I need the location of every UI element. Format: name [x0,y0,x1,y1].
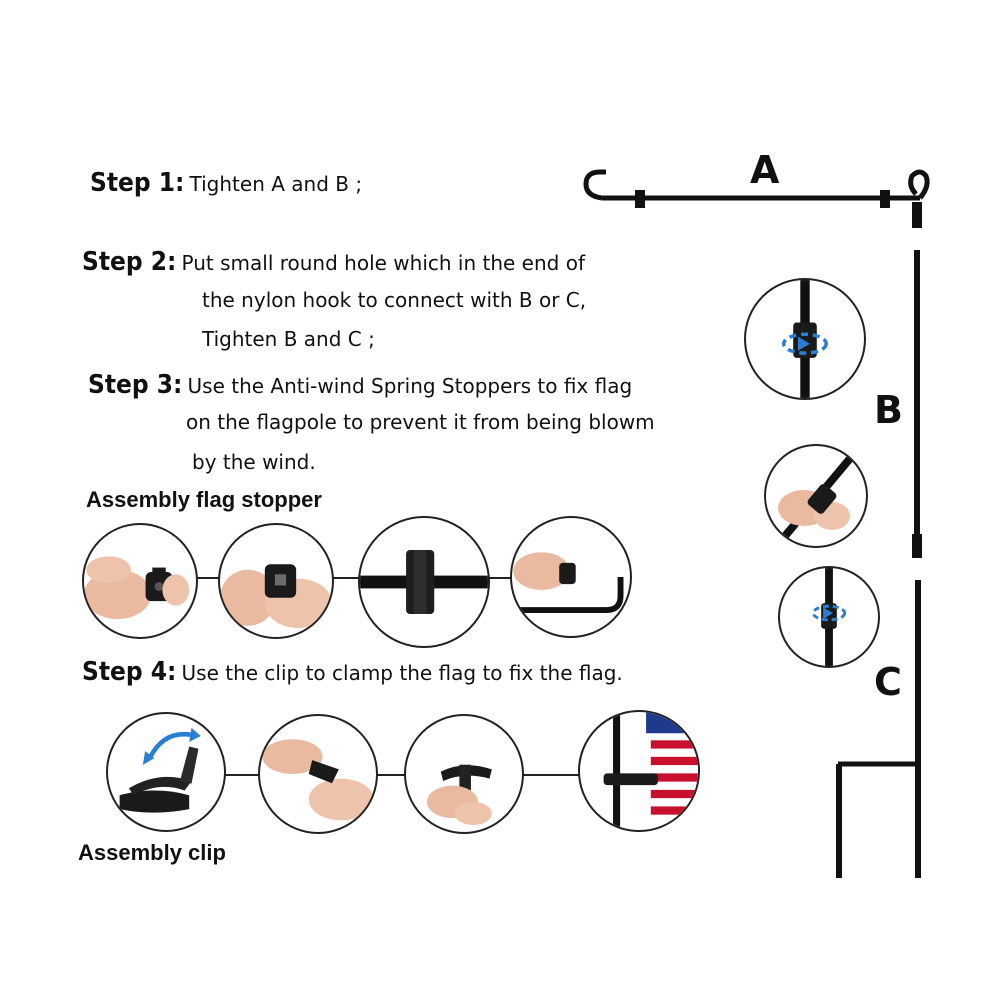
part-c-stake [836,580,921,878]
step-3-title: Step 3: [88,370,183,400]
step-2: Step 2: Put small round hole which in th… [82,247,585,277]
step-2-text-1: Put small round hole which in the end of [181,251,585,275]
stopper-closeup-icon [218,523,334,639]
step-1-text: Tighten A and B ; [189,172,363,196]
clip-on-flag-icon [578,710,700,832]
step-1-title: Step 1: [90,168,185,198]
step-3-text-2: on the flagpole to prevent it from being… [186,410,655,434]
step-3-text-3: by the wind. [192,450,316,474]
part-c-label: C [874,660,902,704]
hands-opening-clip-icon [258,714,378,834]
part-a-arm [583,169,930,228]
hand-hooking-stopper-icon [510,516,632,638]
part-b-pole [912,250,922,558]
flag-pole-diagram [583,169,930,878]
step-2-text-2: the nylon hook to connect with B or C, [202,288,587,312]
clip-heading: Assembly clip [78,840,226,865]
step-3: Step 3: Use the Anti-wind Spring Stopper… [88,370,632,400]
pole-joint-rotate-2-icon [778,566,880,668]
part-a-label: A [750,148,780,192]
step-1: Step 1: Tighten A and B ; [90,168,362,198]
hand-tightening-joint-icon [764,444,868,548]
step-3-text-1: Use the Anti-wind Spring Stoppers to fix… [187,374,633,398]
stopper-heading: Assembly flag stopper [86,487,322,512]
step-2-title: Step 2: [82,247,177,277]
hand-with-stopper-icon [82,523,198,639]
step-4-title: Step 4: [82,657,177,687]
part-b-label: B [874,388,903,432]
step-4: Step 4: Use the clip to clamp the flag t… [82,657,623,687]
step-4-text: Use the clip to clamp the flag to fix th… [181,661,623,685]
hand-holding-clip-icon [404,714,524,834]
clip-with-arrow-icon [106,712,226,832]
step-2-text-3: Tighten B and C ; [202,327,375,351]
pole-joint-rotate-icon [744,278,866,400]
stopper-on-pole-icon [358,516,490,648]
